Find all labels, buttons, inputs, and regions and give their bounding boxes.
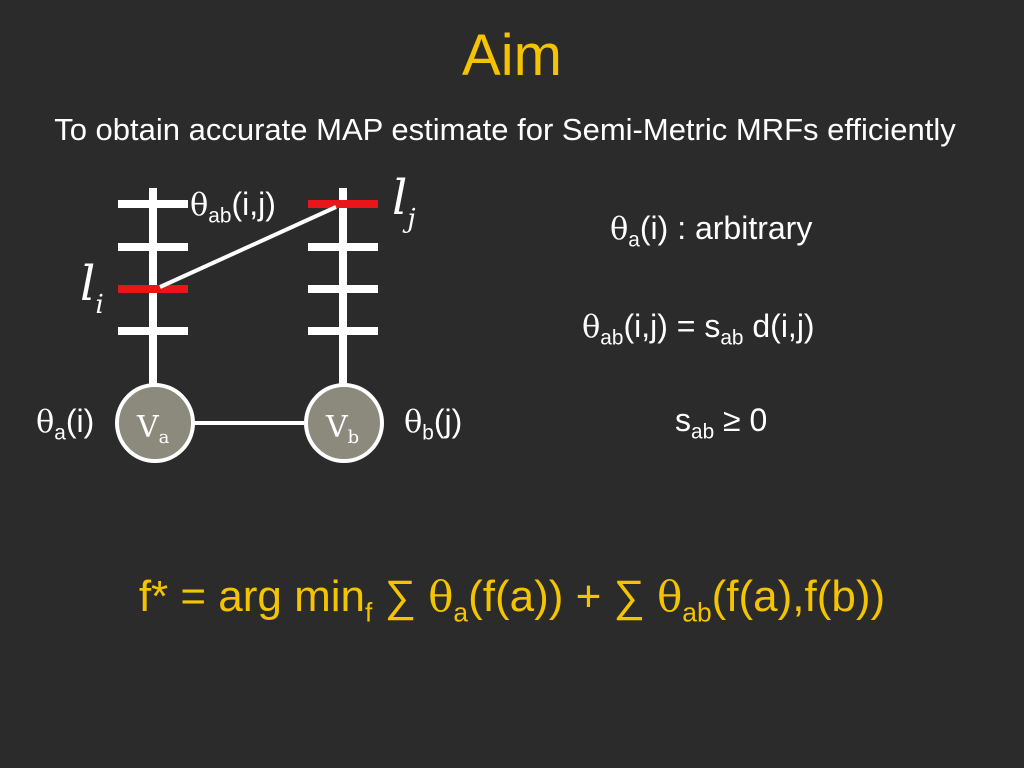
pairwise-potential-label: θab(i,j) [190,186,276,228]
pairwise-label-connection [159,205,337,289]
pairwise-definition: θab(i,j) = sab d(i,j) [582,308,815,350]
unary-potential-b-label: θb(j) [404,403,463,445]
slide-subtitle: To obtain accurate MAP estimate for Semi… [54,112,956,147]
label-lj: lj [392,170,416,235]
label-li: li [80,256,104,321]
node-vb [304,383,384,463]
unary-definition: θa(i) : arbitrary [610,210,813,252]
unary-potential-a-label: θa(i) [36,403,95,445]
semi-metric-constraint: sab ≥ 0 [675,402,768,444]
node-vb-label: Vb [325,410,359,448]
slide-title: Aim [462,23,562,88]
map-objective-formula: f* = arg minf ∑ θa(f(a)) + ∑ θab(f(a),f(… [138,572,886,628]
node-va [115,383,195,463]
node-va-label: Va [136,410,170,448]
